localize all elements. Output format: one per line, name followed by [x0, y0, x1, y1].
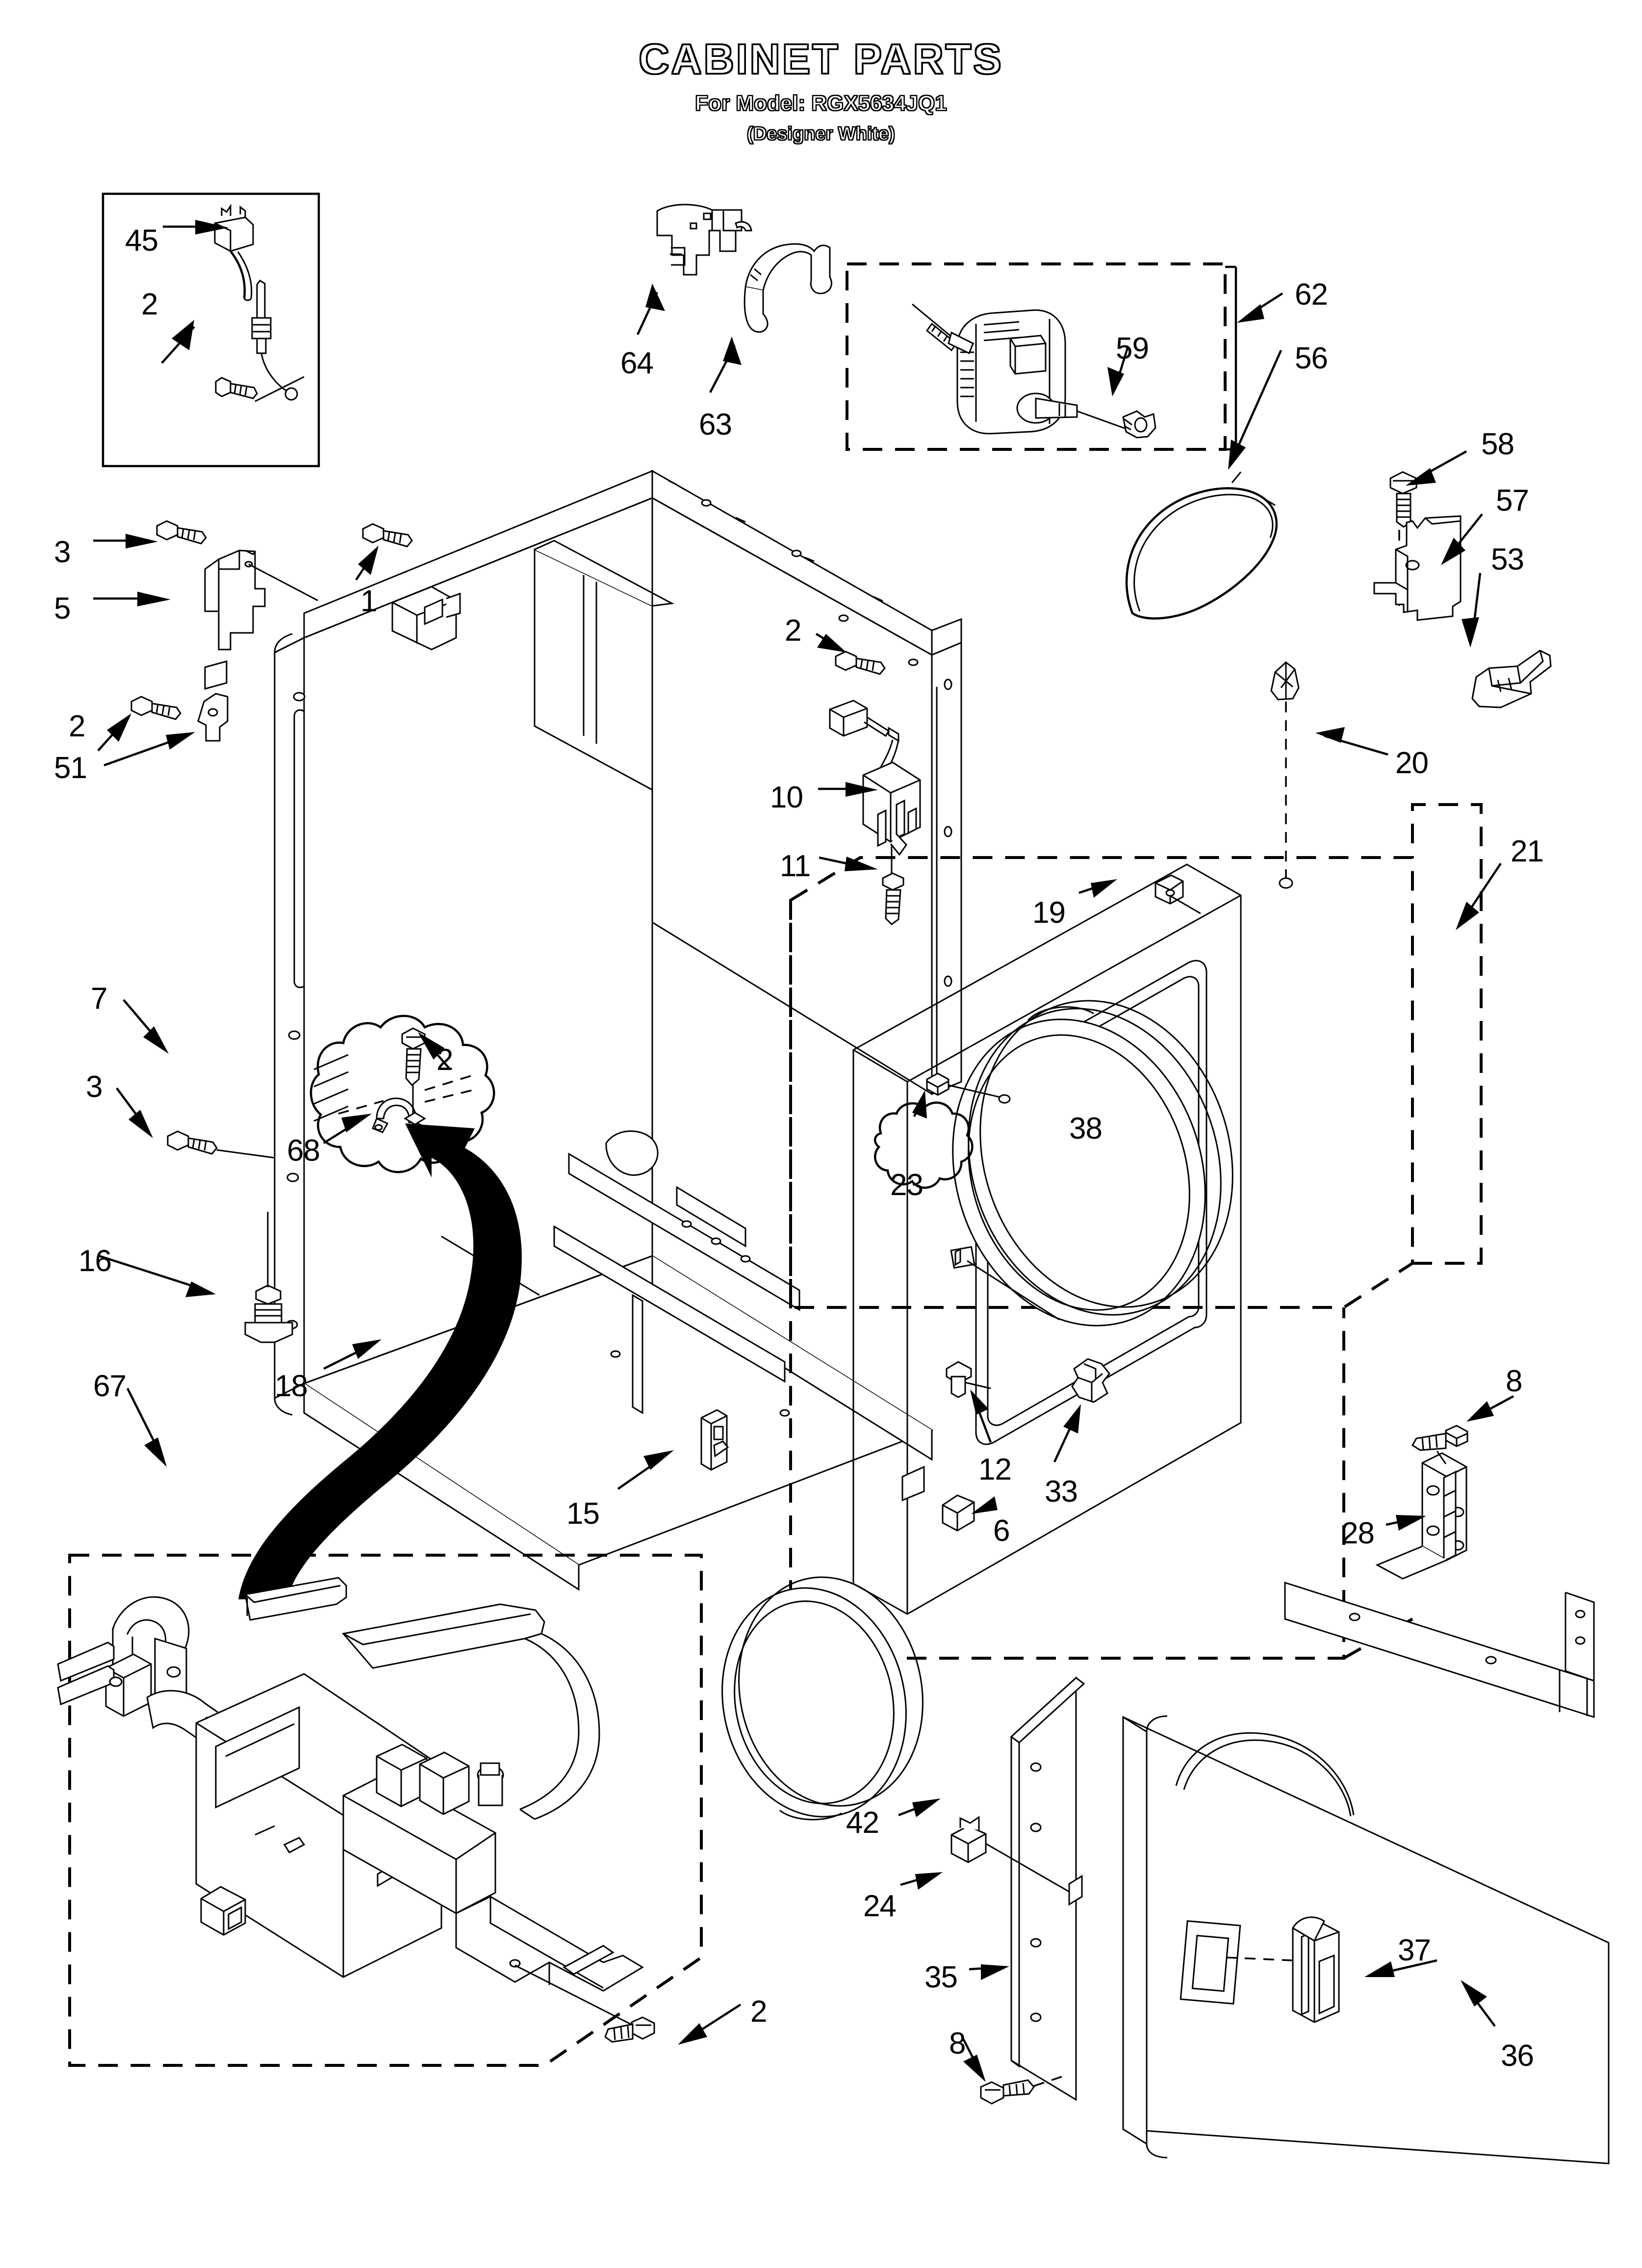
- left-lower-arrows: [99, 999, 382, 1467]
- callout-36: 36: [1501, 2039, 1534, 2073]
- burner-location-arrow: [238, 1123, 522, 1599]
- wire-clip-63: [709, 243, 832, 393]
- callout-16: 16: [78, 1244, 112, 1278]
- callout-8-hinge: 8: [1506, 1364, 1522, 1398]
- callout-10: 10: [770, 781, 803, 814]
- callout-8-door: 8: [949, 2027, 966, 2060]
- door-switch-10: [818, 700, 921, 925]
- door-assembly: [721, 1576, 1610, 2164]
- page-title: CABINET PARTS: [638, 36, 1003, 83]
- callout-33: 33: [1045, 1475, 1078, 1509]
- callout-2-burner: 2: [750, 1995, 767, 2029]
- cabinet-chassis: [274, 469, 962, 1591]
- callout-3-upper: 3: [54, 535, 71, 569]
- callout-37: 37: [1398, 1933, 1431, 1967]
- motor-assembly-box: [846, 262, 1283, 451]
- callout-19: 19: [1032, 896, 1066, 930]
- callout-3-lower: 3: [86, 1070, 103, 1104]
- burner-assembly-box: [57, 1554, 742, 2067]
- callout-38: 38: [1069, 1112, 1103, 1146]
- callout-2-rear: 2: [785, 614, 801, 648]
- callout-20: 20: [1395, 746, 1429, 780]
- callout-35: 35: [924, 1960, 958, 1994]
- model-line: For Model: RGX5634JQ1: [694, 91, 947, 116]
- callout-42: 42: [846, 1806, 879, 1840]
- callout-11: 11: [780, 849, 811, 883]
- callout-63: 63: [699, 408, 732, 442]
- callout-59: 59: [1116, 332, 1149, 365]
- callout-23: 23: [890, 1168, 924, 1202]
- callout-6: 6: [993, 1514, 1010, 1548]
- callout-24: 24: [863, 1889, 897, 1923]
- front-panel-assembly-box: [789, 661, 1502, 1660]
- drive-belt-56: [1125, 350, 1283, 620]
- callout-62: 62: [1295, 278, 1328, 312]
- callout-45: 45: [125, 224, 158, 258]
- callout-2-cloud: 2: [436, 1043, 453, 1077]
- detail-cloud-68: [309, 1015, 495, 1173]
- title-block: CABINET PARTS For Model: RGX5634JQ1 (Des…: [0, 38, 1642, 145]
- drum-seal-38: [952, 1000, 1233, 1327]
- callout-18: 18: [275, 1369, 308, 1403]
- callout-2-inset: 2: [141, 287, 158, 321]
- callout-2-left: 2: [69, 709, 85, 743]
- callout-15: 15: [566, 1497, 600, 1531]
- callout-28: 28: [1341, 1516, 1375, 1550]
- left-bracket-5: [93, 520, 413, 767]
- callout-57: 57: [1496, 484, 1529, 518]
- color-line: (Designer White): [746, 123, 896, 145]
- bracket-64: [636, 204, 752, 335]
- callout-21: 21: [1511, 834, 1544, 868]
- callout-12: 12: [978, 1453, 1012, 1486]
- clip-15: [617, 1409, 729, 1490]
- callout-68: 68: [287, 1134, 320, 1168]
- callout-7: 7: [91, 982, 107, 1016]
- callout-56: 56: [1295, 341, 1328, 375]
- callout-5: 5: [54, 592, 71, 626]
- callout-64: 64: [620, 346, 654, 380]
- callout-67: 67: [93, 1369, 127, 1403]
- callout-53: 53: [1491, 543, 1524, 576]
- screw-2-rear: [815, 633, 886, 675]
- callout-58: 58: [1481, 427, 1514, 461]
- door-hinge-28: [1375, 1395, 1514, 1580]
- callout-51: 51: [54, 751, 87, 785]
- callout-1: 1: [360, 584, 377, 618]
